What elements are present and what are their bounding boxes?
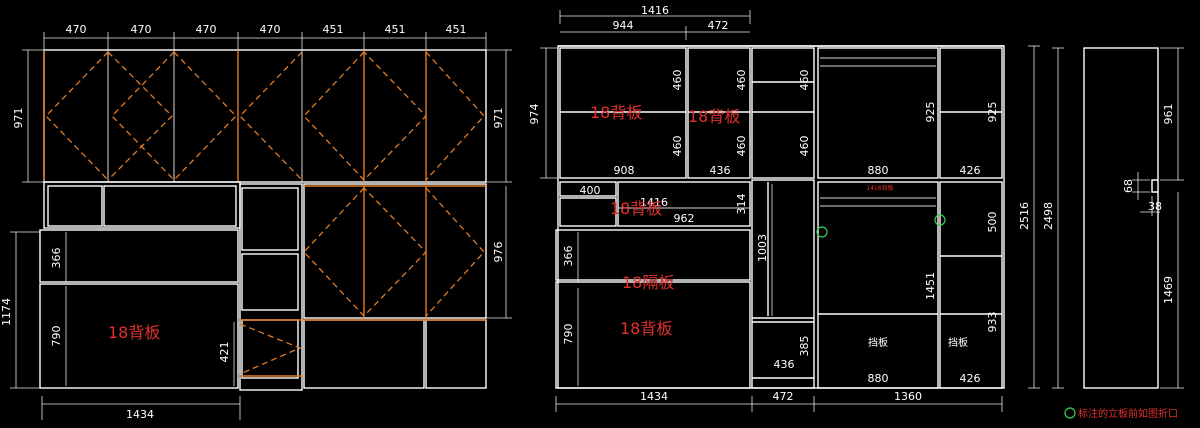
drawing1-top-dimensions: 470 470 470 470 451 451 451: [43, 23, 487, 50]
dim-2498: 2498: [1042, 202, 1055, 230]
label-back-panel-3: 18背板: [610, 199, 662, 218]
dim-1469: 1469: [1162, 276, 1175, 304]
drawing2-top-dimensions: 1416 944 472: [559, 4, 751, 40]
dim-1434-b: 1434: [640, 390, 668, 403]
side-view: 961 68 38 1469: [1083, 47, 1184, 389]
dim-880-bottom: 880: [868, 372, 889, 385]
dim-470-c: 470: [196, 23, 217, 36]
legend: 标注的立板前如图折口: [1064, 407, 1178, 420]
dim-790-b: 790: [562, 324, 575, 345]
dim-925-b: 925: [986, 102, 999, 123]
drawing2-upper-section: 460 460 460 460 460 460 925 925 908 436 …: [559, 47, 1003, 179]
dim-460-d: 460: [735, 136, 748, 157]
drawing1-left-dimensions: 971 1174 366 790 421: [0, 49, 235, 389]
dim-908: 908: [614, 164, 635, 177]
dim-1451: 1451: [924, 272, 937, 300]
dim-1174: 1174: [0, 298, 13, 326]
dim-426-top: 426: [960, 164, 981, 177]
fold-marker-1: [816, 226, 828, 238]
dim-2516: 2516: [1018, 202, 1031, 230]
dim-880-top: 880: [868, 164, 889, 177]
dim-460-a: 460: [671, 70, 684, 91]
drawing-1-elevation: 470 470 470 470 451 451 451: [0, 23, 512, 421]
label-back-panel-2: 18背板: [688, 107, 740, 126]
dim-400: 400: [580, 184, 601, 197]
dim-451-b: 451: [385, 23, 406, 36]
dim-472-b: 472: [773, 390, 794, 403]
drawing1-lower-body: [39, 181, 487, 391]
drawing2-bottom-dimensions: 1434 472 1360: [555, 390, 1003, 412]
drawing1-right-dimensions: 971 976: [486, 49, 512, 319]
dim-1003: 1003: [756, 234, 769, 262]
dim-460-e: 460: [798, 70, 811, 91]
legend-text: 标注的立板前如图折口: [1078, 407, 1178, 420]
dim-436-bottom: 436: [774, 358, 795, 371]
dim-790: 790: [50, 326, 63, 347]
dim-68: 68: [1122, 179, 1135, 193]
dim-933: 933: [986, 312, 999, 333]
dim-1360: 1360: [894, 390, 922, 403]
drawing2-middle-section: 400 1416 962 314 18背板 18隔板 18背板 1003 385…: [555, 179, 1003, 389]
tiny-red-label: 1416背板: [866, 184, 893, 192]
dim-460-f: 460: [798, 136, 811, 157]
drawing2-right-dimensions: 2516 2498: [1018, 45, 1064, 389]
fold-marker-2: [934, 214, 946, 226]
dim-971-left: 971: [12, 108, 25, 129]
dim-470-b: 470: [131, 23, 152, 36]
dim-314: 314: [735, 194, 748, 215]
dim-472-top: 472: [708, 19, 729, 32]
dim-1416-mid: 1416: [640, 196, 668, 209]
dim-460-b: 460: [671, 136, 684, 157]
dim-944: 944: [613, 19, 634, 32]
dim-366: 366: [50, 248, 63, 269]
dim-962: 962: [674, 212, 695, 225]
label-partition: 18隔板: [622, 273, 674, 292]
dim-971-right: 971: [492, 108, 505, 129]
dim-385: 385: [798, 336, 811, 357]
dim-961: 961: [1162, 104, 1175, 125]
dim-974: 974: [528, 104, 541, 125]
drawing2-left-dimensions: 974 366 790: [528, 47, 579, 386]
dim-421: 421: [218, 342, 231, 363]
label-back-panel: 18背板: [108, 323, 160, 342]
dim-925-a: 925: [924, 102, 937, 123]
dim-1434-left: 1434: [126, 408, 154, 421]
drawing1-upper-doors: [43, 49, 487, 183]
dim-470-a: 470: [66, 23, 87, 36]
dim-1416-top: 1416: [641, 4, 669, 17]
dim-38: 38: [1148, 200, 1162, 213]
label-back-panel-1: 18背板: [590, 103, 642, 122]
dim-460-c: 460: [735, 70, 748, 91]
label-baffle-2: 挡板: [948, 336, 968, 349]
label-back-panel-4: 18背板: [620, 319, 672, 338]
label-baffle-1: 挡板: [868, 336, 888, 349]
dim-976: 976: [492, 242, 505, 263]
dim-470-d: 470: [260, 23, 281, 36]
legend-marker-icon: [1064, 407, 1076, 419]
dim-451-c: 451: [446, 23, 467, 36]
dim-500: 500: [986, 212, 999, 233]
dim-426-bottom: 426: [960, 372, 981, 385]
dim-436-top: 436: [710, 164, 731, 177]
dim-366-b: 366: [562, 246, 575, 267]
drawing-2-structure: 1416 944 472 460 460 460 460: [528, 4, 1064, 412]
dim-451-a: 451: [323, 23, 344, 36]
drawing1-bottom-dimension: 1434: [41, 396, 241, 421]
